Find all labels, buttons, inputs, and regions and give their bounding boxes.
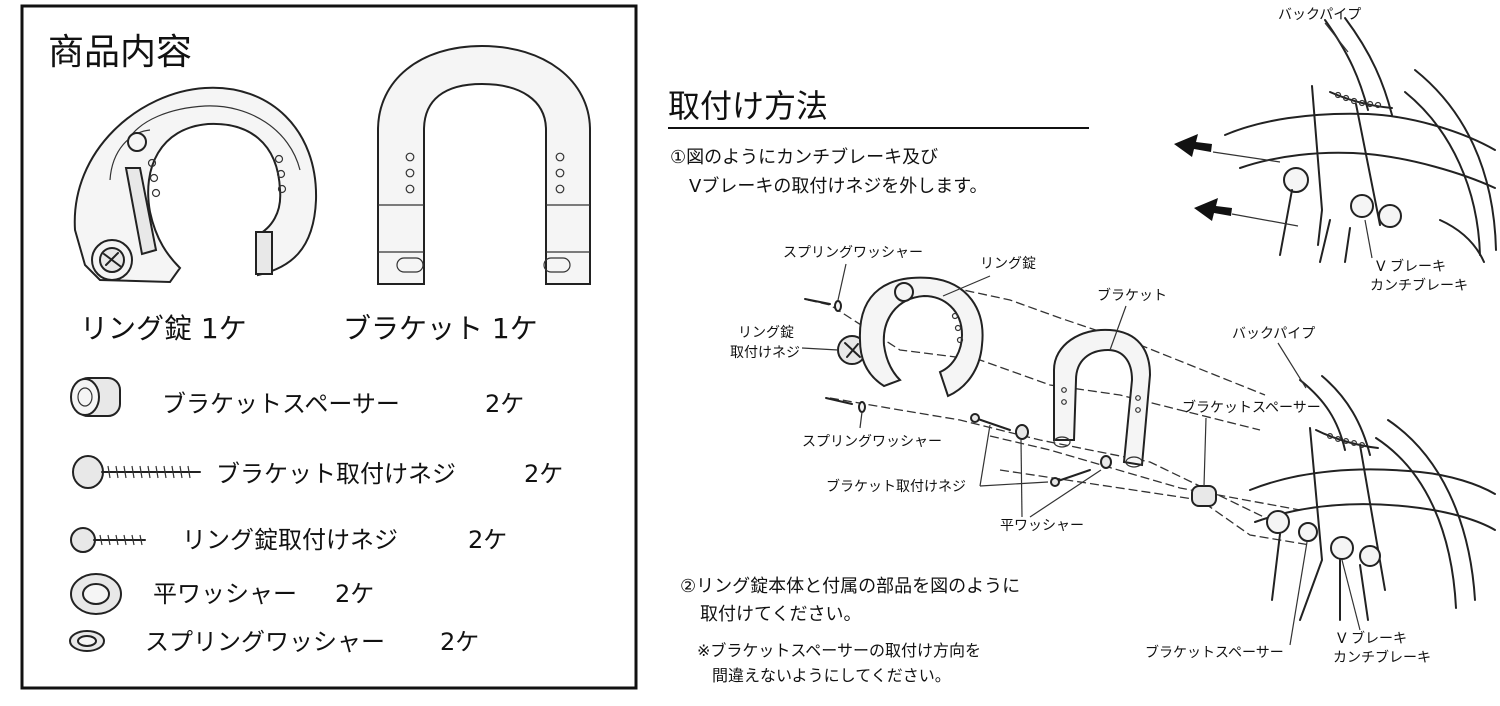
- part-row-flat-washer: 平ワッシャー 2ケ: [70, 573, 374, 615]
- part-qty: 2ケ: [468, 526, 507, 554]
- leader-ring-lock: [942, 275, 991, 297]
- label-v-brake-bottom: V ブレーキ: [1337, 630, 1407, 647]
- ring-lock-icon: [73, 86, 318, 284]
- label-flat-washer: 平ワッシャー: [1000, 518, 1084, 534]
- leader-ring-lock-screw: [801, 347, 839, 351]
- label-back-pipe-bottom: バックパイプ: [1232, 326, 1315, 342]
- spacer-icon: [70, 377, 121, 417]
- label-bracket: ブラケット: [1097, 287, 1167, 304]
- part-row-spring-washer: スプリングワッシャー 2ケ: [69, 628, 479, 656]
- leader-bracket-screw: [979, 481, 1049, 487]
- part-qty: 2ケ: [440, 628, 479, 656]
- note-line1: ※ブラケットスペーサーの取付け方向を: [697, 641, 981, 660]
- part-qty: 2ケ: [524, 460, 563, 488]
- label-spring-washer-top: スプリングワッシャー: [783, 245, 923, 261]
- brake-diagram-top: [1174, 17, 1497, 263]
- label-ring-lock-screw-l2: 取付けネジ: [730, 345, 800, 361]
- ring-lock-caption: リング錠 1ケ: [80, 312, 247, 345]
- part-name: リング錠取付けネジ: [182, 526, 398, 554]
- part-qty: 2ケ: [485, 390, 524, 418]
- label-bracket-spacer-bottom: ブラケットスペーサー: [1145, 644, 1284, 661]
- leader-bracket: [1109, 305, 1127, 351]
- leader-bracket-screw-2: [979, 424, 991, 487]
- label-ring-lock-screw-l1: リング錠: [738, 325, 794, 341]
- installation-title: 取付け方法: [668, 87, 828, 125]
- leader-back-pipe-bottom: [1277, 342, 1307, 389]
- label-spring-washer-bottom: スプリングワッシャー: [802, 434, 942, 450]
- ring-lock-screw-icon: [70, 527, 146, 553]
- label-cantilever-top: カンチブレーキ: [1370, 277, 1468, 294]
- part-qty: 2ケ: [335, 580, 374, 608]
- label-bracket-spacer-mid: ブラケットスペーサー: [1182, 399, 1321, 416]
- part-row-ring-lock-screw: リング錠取付けネジ 2ケ: [70, 526, 507, 554]
- flat-washer-icon: [70, 573, 122, 615]
- leader-back-pipe-top: [1324, 22, 1349, 53]
- step2-line1: ②リング錠本体と付属の部品を図のように: [680, 576, 1020, 597]
- bracket-caption: ブラケット 1ケ: [343, 312, 538, 345]
- leader-bracket-spacer-mid: [1203, 417, 1207, 487]
- label-back-pipe-top: バックパイプ: [1278, 7, 1361, 23]
- leader-v-brake-top: [1364, 219, 1373, 259]
- label-ring-lock: リング錠: [980, 256, 1036, 272]
- part-name: ブラケット取付けネジ: [216, 460, 456, 488]
- label-v-brake-top: V ブレーキ: [1376, 258, 1446, 275]
- leader-flat-washer: [1020, 439, 1023, 518]
- part-name: 平ワッシャー: [153, 580, 297, 608]
- spring-washer-icon: [69, 630, 105, 652]
- bracket-screw-icon: [72, 455, 201, 489]
- contents-title: 商品内容: [48, 32, 192, 73]
- leader-spring-washer-top: [837, 263, 847, 301]
- part-row-spacer: ブラケットスペーサー 2ケ: [70, 377, 524, 418]
- step2-line2: 取付けてください。: [700, 604, 861, 625]
- step1-line2: Vブレーキの取付けネジを外します。: [689, 175, 988, 197]
- step1-line1: ①図のようにカンチブレーキ及び: [670, 146, 938, 168]
- installation-panel: 取付け方法 ①図のようにカンチブレーキ及び Vブレーキの取付けネジを外します。: [668, 7, 1497, 685]
- part-name: スプリングワッシャー: [145, 628, 385, 656]
- part-name: ブラケットスペーサー: [162, 390, 400, 418]
- contents-frame: [20, 4, 638, 690]
- leader-v-brake-bottom: [1341, 559, 1361, 631]
- contents-panel: 商品内容: [20, 4, 638, 690]
- leader-spring-washer-bottom: [859, 411, 863, 429]
- label-cantilever-bottom: カンチブレーキ: [1333, 649, 1431, 666]
- note-line2: 間違えないようにしてください。: [712, 666, 951, 685]
- assembly-diagram: [804, 276, 1496, 621]
- leader-bracket-spacer-bottom: [1289, 541, 1308, 646]
- leader-flat-washer-2: [1029, 469, 1102, 518]
- bracket-icon: [377, 44, 591, 285]
- part-row-bracket-screw: ブラケット取付けネジ 2ケ: [72, 455, 563, 489]
- label-bracket-screw: ブラケット取付けネジ: [826, 478, 966, 495]
